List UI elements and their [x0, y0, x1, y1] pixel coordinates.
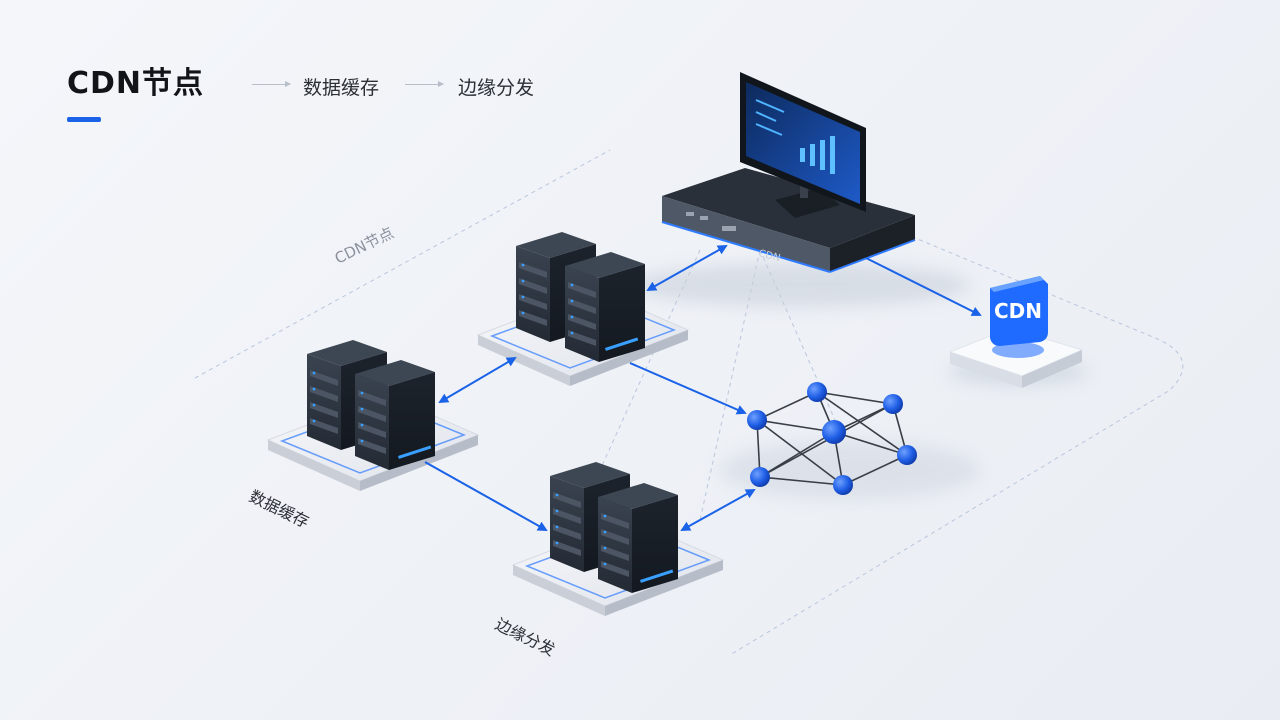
step-data-cache: 数据缓存	[303, 77, 380, 99]
page-title: CDN节点	[67, 66, 205, 101]
cdn-badge-label: CDN	[994, 299, 1042, 323]
network-graph-icon	[720, 382, 980, 500]
label-edge-distribution: 边缘分发	[492, 615, 558, 660]
monitor-port-label: CDN	[757, 248, 781, 264]
monitor-icon: CDN	[630, 72, 970, 307]
step-edge-distribution: 边缘分发	[458, 77, 535, 99]
arrow-right-icon	[252, 81, 291, 87]
label-cdn-node: CDN节点	[332, 224, 397, 268]
cdn-badge-icon: CDN	[948, 276, 1088, 388]
title-underline	[67, 117, 101, 122]
server-rack-icon	[267, 340, 479, 492]
connection-arrows	[424, 245, 982, 531]
label-data-cache: 数据缓存	[246, 487, 312, 532]
server-rack-icon	[477, 232, 689, 387]
arrow-right-icon	[405, 81, 444, 87]
server-rack-icon	[512, 462, 724, 617]
